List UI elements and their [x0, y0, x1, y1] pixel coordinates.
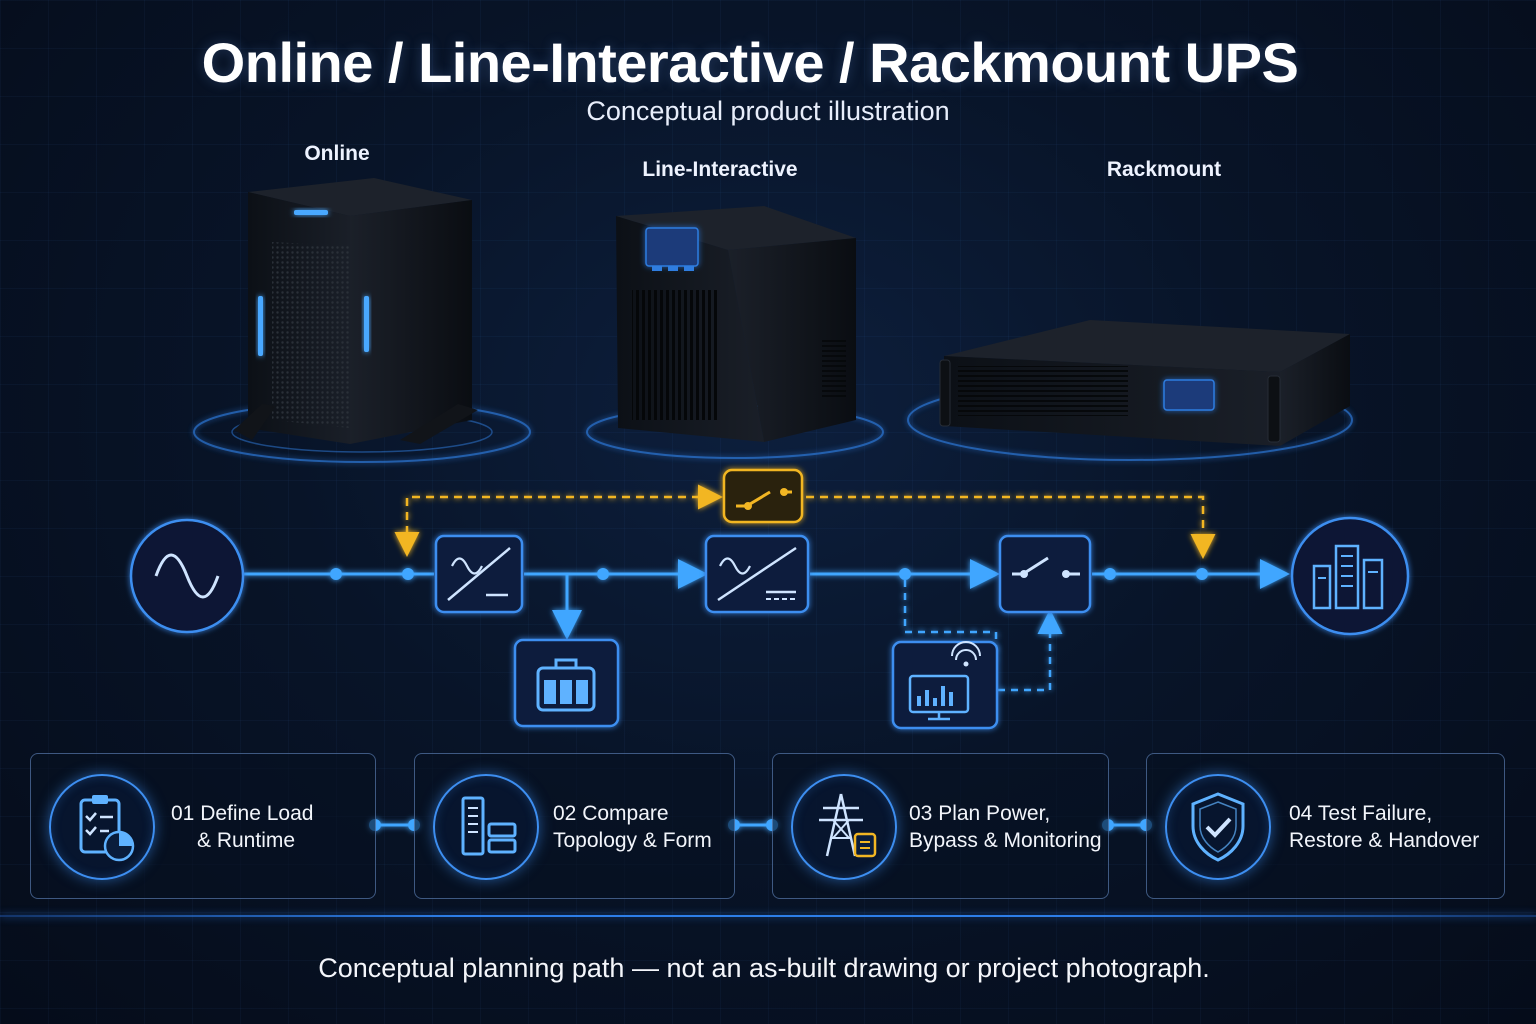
step-label-2: 02 Compare Topology & Form: [553, 800, 712, 854]
page-subtitle: Conceptual product illustration: [586, 96, 950, 126]
step-3-line2: Bypass & Monitoring: [909, 829, 1102, 852]
step-4-line1: 04 Test Failure,: [1289, 802, 1433, 825]
product-label-line-interactive: Line-Interactive: [642, 158, 798, 181]
battery-icon: [513, 638, 620, 728]
page-title: Online / Line-Interactive / Rackmount UP…: [201, 31, 1299, 94]
footer-divider: [0, 915, 1536, 917]
bypass-path: [394, 484, 1216, 559]
step-card-compare-topology: 02 Compare Topology & Form: [414, 753, 735, 899]
step-label-1: 01 Define Load & Runtime: [171, 800, 313, 854]
step-card-define-load: 01 Define Load & Runtime: [30, 753, 376, 899]
inverter-icon: [704, 534, 810, 614]
step-label-4: 04 Test Failure, Restore & Handover: [1289, 800, 1479, 854]
product-label-online: Online: [304, 142, 370, 165]
step-4-line2: Restore & Handover: [1289, 829, 1480, 852]
step-2-line2: Topology & Form: [553, 829, 712, 852]
online-ups-image: [193, 178, 531, 463]
tower-rack-icon: [433, 774, 539, 880]
step-2-line1: 02 Compare: [553, 802, 669, 825]
step-label-3: 03 Plan Power, Bypass & Monitoring: [909, 800, 1102, 854]
bypass-switch-icon: [722, 468, 804, 524]
line-interactive-ups-image: [586, 206, 884, 459]
rectifier-icon: [434, 534, 524, 614]
transfer-switch-icon: [998, 534, 1092, 614]
product-label-rackmount: Rackmount: [1106, 158, 1222, 181]
step-card-plan-power: 03 Plan Power, Bypass & Monitoring: [772, 753, 1109, 899]
clipboard-chart-icon: [49, 774, 155, 880]
load-icon: [1290, 516, 1410, 636]
step-3-line1: 03 Plan Power,: [909, 802, 1051, 825]
step-1-line2: & Runtime: [197, 829, 296, 852]
footer-note: Conceptual planning path — not an as-bui…: [318, 953, 1210, 983]
rackmount-ups-image: [907, 320, 1353, 461]
step-card-test-failure: 04 Test Failure, Restore & Handover: [1146, 753, 1505, 899]
ac-source-icon: [129, 518, 245, 634]
power-flow-path: [244, 559, 1290, 640]
step-1-line1: 01 Define Load: [171, 802, 314, 825]
shield-check-icon: [1165, 774, 1271, 880]
power-pylon-icon: [791, 774, 897, 880]
monitoring-icon: [891, 640, 999, 730]
